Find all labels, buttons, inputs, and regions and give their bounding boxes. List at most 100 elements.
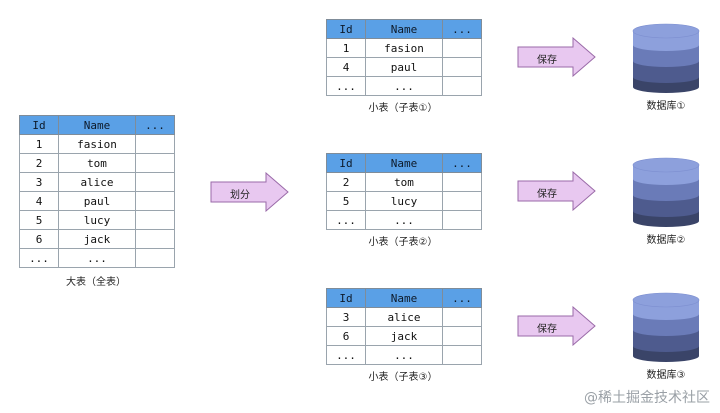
- cell-id: 1: [19, 134, 59, 154]
- cell-more: [135, 191, 175, 211]
- cell-more: [442, 38, 482, 58]
- column-header-id: Id: [326, 153, 366, 173]
- column-header-name: Name: [365, 288, 443, 308]
- cell-more: [135, 229, 175, 249]
- column-header-name: Name: [365, 19, 443, 39]
- cell-name: paul: [58, 191, 136, 211]
- table-row: ......: [326, 76, 482, 96]
- cell-id: 3: [326, 307, 366, 327]
- cell-id: 6: [19, 229, 59, 249]
- cell-more: [442, 210, 482, 230]
- cell-id: ...: [326, 76, 366, 96]
- cell-name: ...: [58, 248, 136, 268]
- split-arrow: [210, 172, 289, 212]
- cell-name: lucy: [58, 210, 136, 230]
- cell-name: paul: [365, 57, 443, 77]
- cell-id: 2: [326, 172, 366, 192]
- cell-id: 4: [19, 191, 59, 211]
- cell-name: jack: [58, 229, 136, 249]
- database-caption: 数据库③: [646, 370, 686, 381]
- cell-name: ...: [365, 76, 443, 96]
- column-header-more: ...: [135, 115, 175, 135]
- save-label: 保存: [537, 324, 557, 335]
- cell-more: [135, 153, 175, 173]
- cell-more: [135, 172, 175, 192]
- database-caption: 数据库①: [646, 101, 686, 112]
- cell-name: fasion: [58, 134, 136, 154]
- cell-id: ...: [19, 248, 59, 268]
- cell-name: fasion: [365, 38, 443, 58]
- sub-table-caption: 小表（子表①）: [368, 103, 438, 114]
- column-header-more: ...: [442, 19, 482, 39]
- save-arrow: [517, 37, 596, 77]
- cell-id: 1: [326, 38, 366, 58]
- cell-more: [442, 76, 482, 96]
- save-arrow: [517, 306, 596, 346]
- column-header-more: ...: [442, 153, 482, 173]
- cell-id: 3: [19, 172, 59, 192]
- cell-id: 6: [326, 326, 366, 346]
- save-label: 保存: [537, 55, 557, 66]
- sub-table-caption: 小表（子表③）: [368, 372, 438, 383]
- save-arrow: [517, 171, 596, 211]
- cell-name: tom: [58, 153, 136, 173]
- cell-name: alice: [365, 307, 443, 327]
- cell-more: [442, 172, 482, 192]
- sub-table-caption: 小表（子表②）: [368, 237, 438, 248]
- column-header-id: Id: [19, 115, 59, 135]
- cell-id: ...: [326, 210, 366, 230]
- cell-name: alice: [58, 172, 136, 192]
- cell-id: 5: [19, 210, 59, 230]
- database-caption: 数据库②: [646, 235, 686, 246]
- cell-name: tom: [365, 172, 443, 192]
- database-icon: [632, 23, 700, 93]
- cell-name: ...: [365, 345, 443, 365]
- column-header-id: Id: [326, 288, 366, 308]
- cell-id: 2: [19, 153, 59, 173]
- table-row: ......: [326, 345, 482, 365]
- cell-more: [442, 191, 482, 211]
- cell-more: [442, 345, 482, 365]
- cell-id: 4: [326, 57, 366, 77]
- cell-more: [442, 307, 482, 327]
- table-row: ......: [326, 210, 482, 230]
- database-icon: [632, 157, 700, 227]
- table-row: ......: [19, 248, 175, 268]
- column-header-id: Id: [326, 19, 366, 39]
- full-table-caption: 大表（全表）: [66, 277, 126, 288]
- column-header-name: Name: [365, 153, 443, 173]
- full-table-header-row: Id Name ...: [19, 115, 175, 135]
- column-header-name: Name: [58, 115, 136, 135]
- cell-more: [135, 248, 175, 268]
- cell-more: [135, 210, 175, 230]
- cell-more: [135, 134, 175, 154]
- column-header-more: ...: [442, 288, 482, 308]
- split-label: 划分: [230, 190, 250, 201]
- cell-more: [442, 326, 482, 346]
- save-label: 保存: [537, 189, 557, 200]
- cell-more: [442, 57, 482, 77]
- cell-name: lucy: [365, 191, 443, 211]
- database-icon: [632, 292, 700, 362]
- cell-id: 5: [326, 191, 366, 211]
- cell-id: ...: [326, 345, 366, 365]
- cell-name: ...: [365, 210, 443, 230]
